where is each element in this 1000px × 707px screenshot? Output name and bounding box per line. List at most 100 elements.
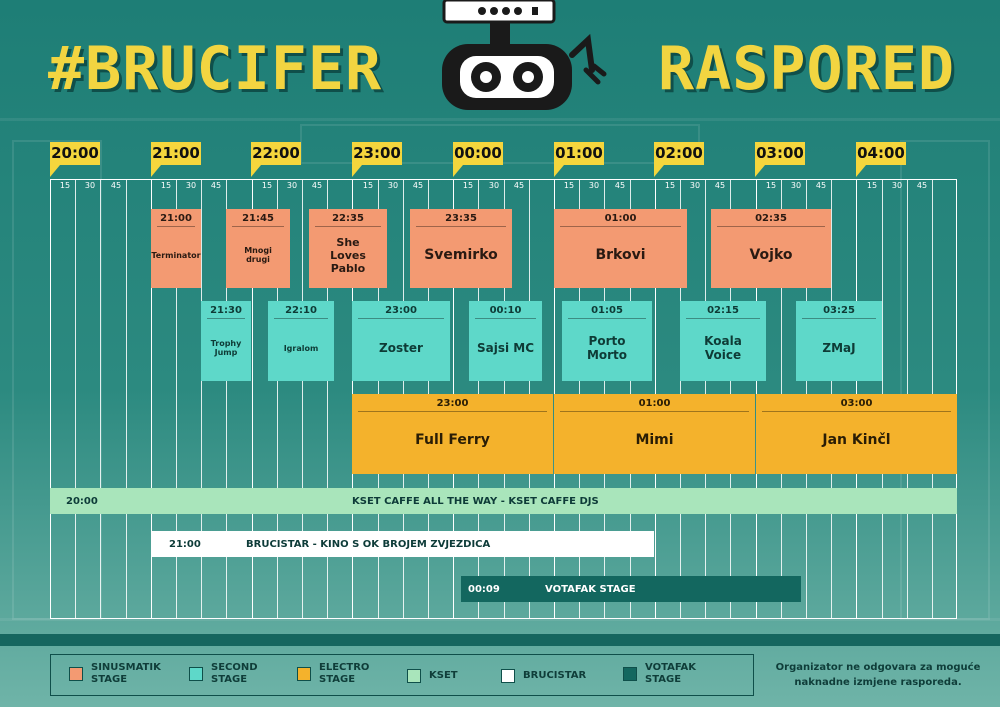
legend-swatch (69, 667, 83, 681)
footer-band (0, 634, 1000, 646)
set-time: 21:45 (232, 213, 284, 227)
votafak-row: 00:09 VOTAFAK STAGE (461, 576, 801, 602)
set-name: Sajsi MC (476, 341, 535, 355)
minute-label: 15 (160, 181, 172, 190)
legend-label: KSET (429, 670, 458, 681)
minute-label: 15 (664, 181, 676, 190)
second-stage-set: 03:25 ZMaJ (796, 301, 882, 381)
set-name: Mimi (635, 432, 674, 448)
grid-line (100, 179, 101, 619)
legend-item: KSET (407, 669, 458, 683)
set-name: ZMaJ (822, 341, 856, 355)
robot-mascot-icon (442, 0, 607, 110)
minute-label: 45 (311, 181, 323, 190)
row-time: 20:00 (66, 495, 98, 507)
minute-label: 45 (916, 181, 928, 190)
set-name: Brkovi (595, 247, 646, 263)
set-time: 03:00 (762, 398, 951, 412)
set-time: 01:00 (560, 398, 749, 412)
set-name: Koala Voice (704, 334, 742, 362)
minute-label: 15 (866, 181, 878, 190)
minute-label: 45 (110, 181, 122, 190)
grid-line (252, 179, 253, 619)
hour-label: 02:00 (654, 142, 704, 177)
bg-stripe (0, 618, 1000, 621)
minute-label: 30 (84, 181, 96, 190)
minute-label: 15 (362, 181, 374, 190)
legend-swatch (297, 667, 311, 681)
set-name: She Loves Pablo (330, 235, 366, 275)
sinusmatik-set: 01:00 Brkovi (554, 209, 687, 288)
poster-title-left: #BRUCIFER (48, 34, 383, 104)
set-name: Svemirko (424, 247, 498, 263)
hour-label: 20:00 (50, 142, 100, 177)
legend-item: SINUSMATIK STAGE (69, 662, 163, 686)
set-time: 02:15 (686, 305, 760, 319)
set-time: 22:35 (315, 213, 381, 227)
minute-label: 30 (689, 181, 701, 190)
minute-label: 45 (614, 181, 626, 190)
sinusmatik-set: 21:00 Terminator (151, 209, 201, 288)
set-name: Vojko (749, 247, 793, 263)
grid-line (226, 179, 227, 619)
minute-label: 45 (513, 181, 525, 190)
minute-label: 45 (210, 181, 222, 190)
set-time: 01:05 (568, 305, 646, 319)
minute-label: 45 (412, 181, 424, 190)
set-name: Igralom (283, 343, 319, 353)
minute-label: 30 (588, 181, 600, 190)
second-stage-set: 22:10 Igralom (268, 301, 334, 381)
electro-stage-set: 01:00 Mimi (554, 394, 755, 474)
second-stage-set: 02:15 Koala Voice (680, 301, 766, 381)
minute-label: 15 (563, 181, 575, 190)
row-time: 21:00 (169, 538, 201, 550)
legend-swatch (407, 669, 421, 683)
minute-label: 30 (790, 181, 802, 190)
set-time: 22:10 (274, 305, 328, 319)
row-label: VOTAFAK STAGE (545, 583, 636, 595)
legend-swatch (623, 667, 637, 681)
hour-label: 21:00 (151, 142, 201, 177)
sinusmatik-set: 21:45 Mnogi drugi (226, 209, 290, 288)
second-stage-set: 01:05 Porto Morto (562, 301, 652, 381)
grid-line (126, 179, 127, 619)
set-time: 23:00 (358, 305, 444, 319)
second-stage-set: 00:10 Sajsi MC (469, 301, 542, 381)
sinusmatik-set: 23:35 Svemirko (410, 209, 512, 288)
legend: SINUSMATIK STAGE SECOND STAGE ELECTRO ST… (50, 654, 754, 696)
legend-label: SINUSMATIK STAGE (91, 662, 161, 685)
minute-label: 30 (286, 181, 298, 190)
hour-label: 23:00 (352, 142, 402, 177)
legend-item: SECOND STAGE (189, 662, 265, 686)
electro-stage-set: 03:00 Jan Kinčl (756, 394, 957, 474)
grid-line (302, 179, 303, 619)
row-label: KSET CAFFE ALL THE WAY - KSET CAFFE DJS (352, 495, 599, 507)
hour-label: 01:00 (554, 142, 604, 177)
bg-frame (12, 140, 102, 620)
set-name: Jan Kinčl (822, 432, 891, 448)
hour-label: 00:00 (453, 142, 503, 177)
grid-line (327, 179, 328, 619)
legend-swatch (501, 669, 515, 683)
grid-line (75, 179, 76, 619)
row-label: BRUCISTAR - KINO S OK BROJEM ZVJEZDICA (246, 538, 491, 550)
minute-label: 15 (765, 181, 777, 190)
minute-label: 30 (387, 181, 399, 190)
poster-title-right: RASPORED (658, 34, 955, 104)
legend-item: VOTAFAK STAGE (623, 662, 705, 686)
set-name: Terminator (151, 250, 201, 260)
grid-line (176, 179, 177, 619)
kset-row: 20:00 KSET CAFFE ALL THE WAY - KSET CAFF… (50, 488, 957, 514)
hour-label: 03:00 (755, 142, 805, 177)
legend-item: BRUCISTAR (501, 669, 586, 683)
set-time: 23:00 (358, 398, 547, 412)
legend-label: ELECTRO STAGE (319, 662, 370, 685)
grid-line (201, 179, 202, 619)
set-time: 03:25 (802, 305, 876, 319)
hour-label: 22:00 (251, 142, 301, 177)
set-name: Zoster (379, 341, 423, 355)
sinusmatik-set: 02:35 Vojko (711, 209, 831, 288)
minute-label: 45 (714, 181, 726, 190)
bg-stripe (0, 118, 1000, 121)
